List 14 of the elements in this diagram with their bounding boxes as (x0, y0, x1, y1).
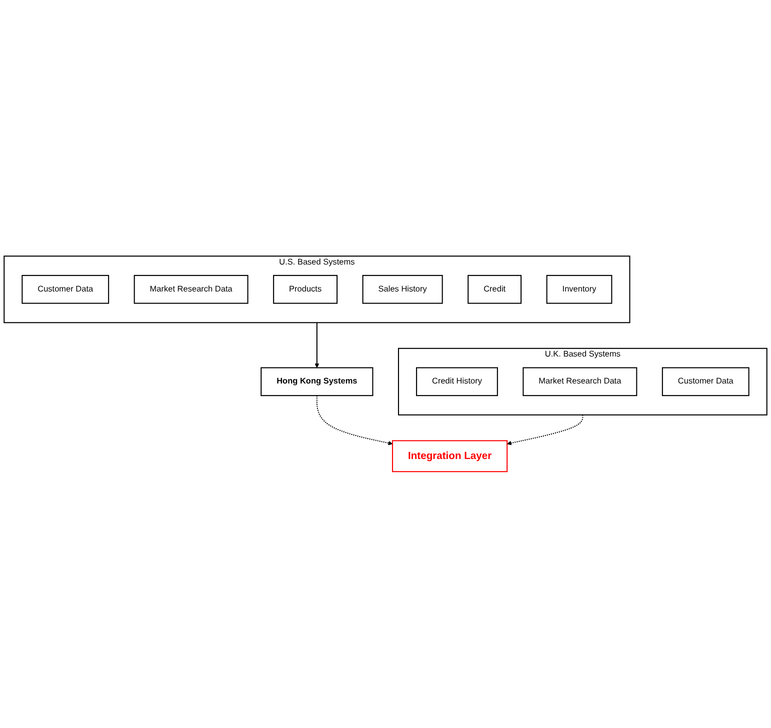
node-box: Market Research Data (134, 275, 248, 304)
node-box: Sales History (362, 275, 443, 304)
arrow (316, 396, 393, 446)
arrow (314, 322, 320, 368)
node-box: Credit History (416, 367, 498, 396)
node-box: Market Research Data (522, 367, 638, 396)
node-box: Customer Data (22, 275, 110, 304)
node-box: Inventory (546, 275, 612, 304)
arrow (506, 415, 584, 446)
node-box: Products (273, 275, 338, 304)
node-box: Credit (468, 275, 522, 304)
node-box: Integration Layer (392, 440, 508, 472)
node-box: Hong Kong Systems (260, 367, 374, 396)
node-box: Customer Data (662, 367, 750, 396)
